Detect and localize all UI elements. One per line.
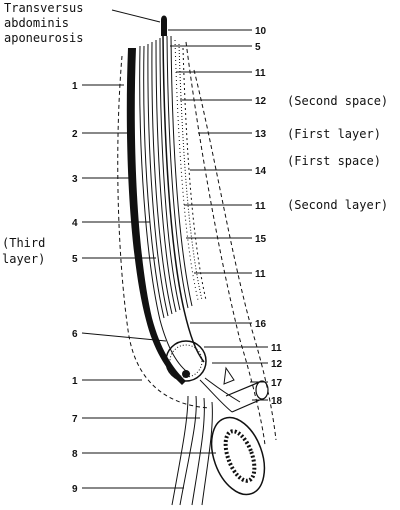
number-left-1: 1 <box>72 81 78 92</box>
label-transversus-line2: abdominis <box>4 16 69 30</box>
label-transversus-line1: Transversus <box>4 1 83 15</box>
number-left-2: 2 <box>72 129 78 140</box>
right-numbers: 10 5 11 12 13 14 11 15 11 16 11 12 17 18 <box>255 26 283 407</box>
label-transversus-line3: aponeurosis <box>4 31 83 45</box>
anatomy-illustration <box>117 15 277 506</box>
number-right-16: 16 <box>255 319 267 330</box>
number-right-11b: 11 <box>255 201 266 212</box>
number-right-11c: 11 <box>255 269 266 280</box>
number-right-18: 18 <box>271 396 283 407</box>
number-right-14: 14 <box>255 166 267 177</box>
number-left-8: 8 <box>72 449 78 460</box>
number-left-5: 5 <box>72 254 78 265</box>
number-right-11d: 11 <box>271 343 282 354</box>
number-right-15: 15 <box>255 234 267 245</box>
number-right-12: 12 <box>255 96 267 107</box>
number-right-10: 10 <box>255 26 267 37</box>
number-left-9: 9 <box>72 484 78 495</box>
label-first-space: (First space) <box>287 154 381 168</box>
label-third-layer-line2: layer) <box>2 252 45 266</box>
left-numbers: 1 2 3 4 5 6 1 7 8 9 <box>72 81 78 495</box>
number-left-3: 3 <box>72 174 78 185</box>
number-right-11: 11 <box>255 68 266 79</box>
label-first-layer: (First layer) <box>287 127 381 141</box>
label-third-layer-line1: (Third <box>2 236 45 250</box>
number-right-13: 13 <box>255 129 267 140</box>
number-left-7: 7 <box>72 414 78 425</box>
number-left-4: 4 <box>72 218 78 229</box>
leader-lines <box>81 9 268 489</box>
label-second-layer: (Second layer) <box>287 198 388 212</box>
number-left-1b: 1 <box>72 376 78 387</box>
number-right-12b: 12 <box>271 359 283 370</box>
number-left-6: 6 <box>72 329 78 340</box>
label-second-space: (Second space) <box>287 94 388 108</box>
text-labels: Transversus abdominis aponeurosis (Third… <box>2 1 388 266</box>
number-right-17: 17 <box>271 378 283 389</box>
number-right-5: 5 <box>255 42 261 53</box>
